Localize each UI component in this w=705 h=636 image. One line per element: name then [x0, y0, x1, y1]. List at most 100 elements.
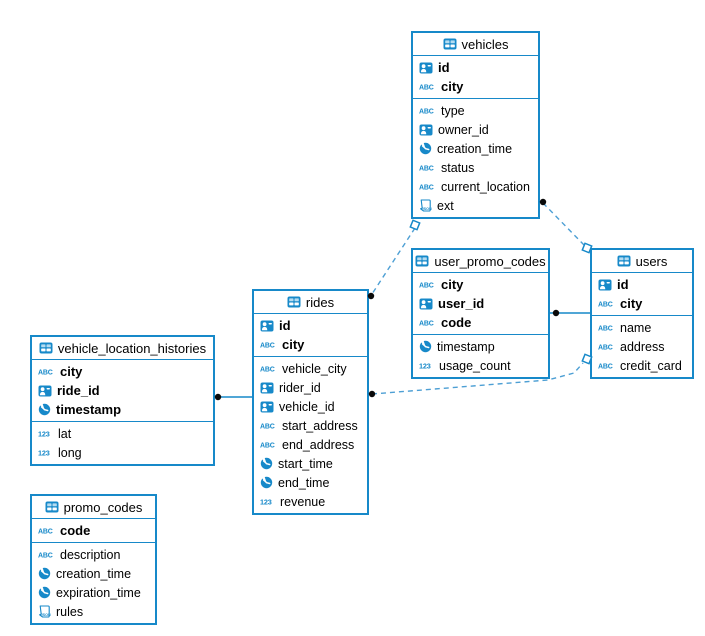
- field-label: id: [279, 318, 291, 333]
- table-title: users: [635, 253, 668, 269]
- table-header-vehicles[interactable]: vehicles: [413, 33, 538, 56]
- table-header-vehicle_location_histories[interactable]: vehicle_location_histories: [32, 337, 213, 360]
- field-label: end_address: [282, 437, 355, 452]
- svg-text:ABC: ABC: [38, 370, 53, 376]
- field-row-ride_id[interactable]: ride_id: [32, 381, 213, 400]
- field-label: current_location: [441, 179, 530, 194]
- field-row-id[interactable]: id: [254, 316, 367, 335]
- relationship-line: [542, 202, 585, 246]
- relationship-vehicles-to-users: [539, 198, 593, 254]
- relationship-line: [371, 227, 416, 295]
- field-row-start_time[interactable]: start_time: [254, 454, 367, 473]
- field-label: user_id: [438, 296, 485, 311]
- cardinality-dot: [552, 309, 560, 317]
- field-label: lat: [58, 426, 72, 441]
- field-label: id: [438, 60, 450, 75]
- field-row-timestamp[interactable]: timestamp: [32, 400, 213, 419]
- clock-type-icon: [38, 567, 51, 580]
- relationship-user_promo_codes-to-users: [550, 309, 590, 317]
- number-type-icon: 123: [38, 429, 53, 438]
- field-row-code[interactable]: ABC code: [413, 313, 548, 332]
- field-label: city: [620, 296, 643, 311]
- cardinality-dot: [214, 393, 222, 401]
- field-label: timestamp: [56, 402, 122, 417]
- field-label: expiration_time: [56, 585, 141, 600]
- field-row-owner_id[interactable]: owner_id: [413, 120, 538, 139]
- field-label: ride_id: [57, 383, 100, 398]
- field-row-city[interactable]: ABC city: [592, 294, 692, 313]
- field-label: city: [282, 337, 305, 352]
- field-label: name: [620, 320, 652, 335]
- abc-type-icon: ABC: [38, 367, 55, 376]
- svg-text:ABC: ABC: [38, 553, 53, 559]
- field-label: creation_time: [437, 141, 513, 156]
- field-label: description: [60, 547, 121, 562]
- field-row-creation_time[interactable]: creation_time: [32, 564, 155, 583]
- field-row-vehicle_id[interactable]: vehicle_id: [254, 397, 367, 416]
- field-row-creation_time[interactable]: creation_time: [413, 139, 538, 158]
- table-header-users[interactable]: users: [592, 250, 692, 273]
- field-row-description[interactable]: ABC description: [32, 545, 155, 564]
- field-label: rules: [56, 604, 84, 619]
- field-label: owner_id: [438, 122, 489, 137]
- abc-type-icon: ABC: [38, 550, 55, 559]
- abc-type-icon: ABC: [598, 299, 615, 308]
- field-row-user_id[interactable]: user_id: [413, 294, 548, 313]
- columns-section: ABC description creation_time expiration_ti…: [32, 543, 155, 623]
- field-row-id[interactable]: id: [413, 58, 538, 77]
- clock-type-icon: [38, 403, 51, 416]
- id-badge-icon: [598, 279, 612, 291]
- svg-text:ABC: ABC: [260, 343, 275, 349]
- field-label: long: [58, 445, 82, 460]
- field-row-end_time[interactable]: end_time: [254, 473, 367, 492]
- field-row-timestamp[interactable]: timestamp: [413, 337, 548, 356]
- field-label: usage_count: [439, 358, 511, 373]
- field-row-rider_id[interactable]: rider_id: [254, 378, 367, 397]
- field-row-expiration_time[interactable]: expiration_time: [32, 583, 155, 602]
- field-label: rider_id: [279, 380, 321, 395]
- svg-text:ABC: ABC: [419, 321, 434, 327]
- field-row-lat[interactable]: 123 lat: [32, 424, 213, 443]
- field-label: revenue: [280, 494, 326, 509]
- field-label: city: [60, 364, 83, 379]
- table-header-promo_codes[interactable]: promo_codes: [32, 496, 155, 519]
- id-badge-icon: [260, 320, 274, 332]
- table-header-user_promo_codes[interactable]: user_promo_codes: [413, 250, 548, 273]
- table-header-rides[interactable]: rides: [254, 291, 367, 314]
- id-badge-icon: [260, 382, 274, 394]
- svg-text:ABC: ABC: [598, 364, 613, 370]
- field-row-city[interactable]: ABC city: [254, 335, 367, 354]
- abc-type-icon: ABC: [598, 342, 615, 351]
- field-label: timestamp: [437, 339, 495, 354]
- field-label: code: [441, 315, 472, 330]
- field-row-city[interactable]: ABC city: [32, 362, 213, 381]
- field-row-id[interactable]: id: [592, 275, 692, 294]
